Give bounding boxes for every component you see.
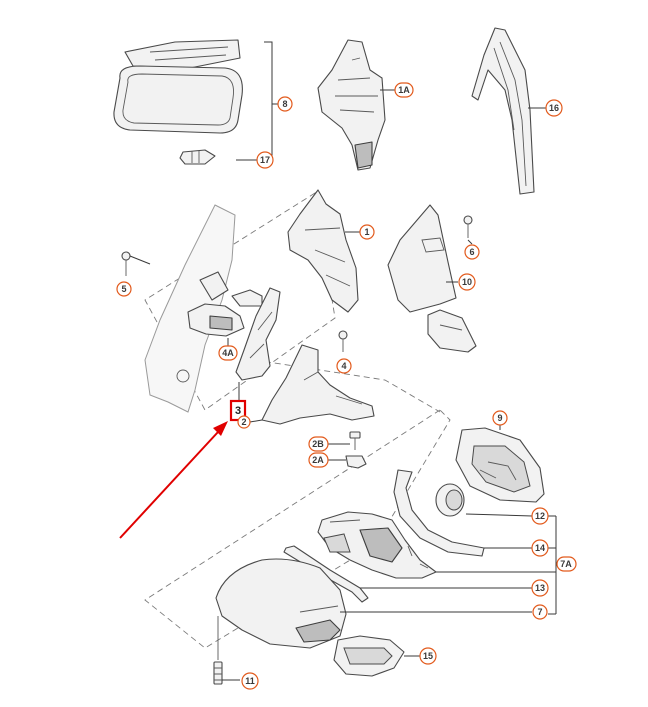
callout-7[interactable]: 7	[532, 604, 548, 620]
callout-12-label: 12	[535, 511, 545, 521]
callout-3-label: 3	[235, 405, 241, 417]
mirror-cap-part	[215, 558, 347, 649]
callout-8-label: 8	[282, 99, 287, 109]
callout-1[interactable]: 1	[359, 224, 375, 240]
callout-12[interactable]: 12	[531, 507, 549, 525]
callout-9[interactable]: 9	[492, 410, 508, 426]
callout-2a-label: 2A	[312, 455, 324, 465]
glass-backplate-part	[455, 427, 545, 503]
callout-5-label: 5	[121, 284, 126, 294]
control-unit-part	[317, 39, 386, 171]
callout-17-label: 17	[260, 155, 270, 165]
callout-13-label: 13	[535, 583, 545, 593]
housing-bracket-part	[287, 189, 359, 313]
turn-signal-part	[333, 635, 405, 677]
callout-1a[interactable]: 1A	[394, 82, 414, 98]
door-panel-part	[144, 204, 236, 413]
callout-6[interactable]: 6	[464, 244, 480, 260]
callout-7-label: 7	[537, 607, 542, 617]
callout-10-label: 10	[462, 277, 472, 287]
callout-14-label: 14	[535, 543, 545, 553]
motor-part	[435, 483, 465, 517]
callout-11[interactable]: 11	[241, 672, 259, 690]
inner-bracket-part	[187, 271, 263, 337]
callout-1-label: 1	[364, 227, 369, 237]
callout-10[interactable]: 10	[458, 273, 476, 291]
callout-4a[interactable]: 4A	[218, 345, 238, 361]
callout-5[interactable]: 5	[116, 281, 132, 297]
callout-7a-label: 7A	[560, 559, 572, 569]
callout-2b[interactable]: 2B	[308, 436, 329, 452]
callout-15[interactable]: 15	[419, 647, 437, 665]
triangle-bracket-part	[235, 287, 281, 381]
screw-6-part	[463, 215, 473, 238]
callout-6-label: 6	[469, 247, 474, 257]
lower-assembly-frame	[144, 409, 451, 649]
screw-4-part	[338, 330, 348, 352]
screw-2b-part	[349, 431, 361, 450]
callout-1a-label: 1A	[398, 85, 410, 95]
callout-15-label: 15	[423, 651, 433, 661]
callout-2[interactable]: 2	[237, 415, 251, 429]
callout-2-label: 2	[241, 417, 246, 427]
callout-7a[interactable]: 7A	[556, 556, 577, 572]
callout-14[interactable]: 14	[531, 539, 549, 557]
callout-8[interactable]: 8	[277, 96, 293, 112]
callout-4-label: 4	[341, 361, 346, 371]
callout-4a-label: 4A	[222, 348, 234, 358]
bulb-part	[179, 149, 216, 165]
callout-17[interactable]: 17	[256, 151, 274, 169]
callout-16-label: 16	[549, 103, 559, 113]
seal-plate-part	[261, 344, 375, 425]
callout-16[interactable]: 16	[545, 99, 563, 117]
screw-11-part	[213, 616, 223, 685]
bracket-8-17	[236, 41, 278, 161]
screw-5-part	[121, 251, 131, 276]
clip-2a-part	[345, 455, 367, 469]
mirror-glass-part	[113, 39, 243, 134]
callout-2a[interactable]: 2A	[308, 452, 329, 468]
callout-13[interactable]: 13	[531, 579, 549, 597]
cover-part	[387, 204, 477, 353]
frame-strip-part	[471, 27, 535, 195]
mirror-base-part	[317, 511, 437, 579]
callout-9-label: 9	[497, 413, 502, 423]
highlight-arrow	[119, 421, 228, 539]
callout-11-label: 11	[245, 676, 255, 686]
callout-4[interactable]: 4	[336, 358, 352, 374]
callout-2b-label: 2B	[312, 439, 324, 449]
